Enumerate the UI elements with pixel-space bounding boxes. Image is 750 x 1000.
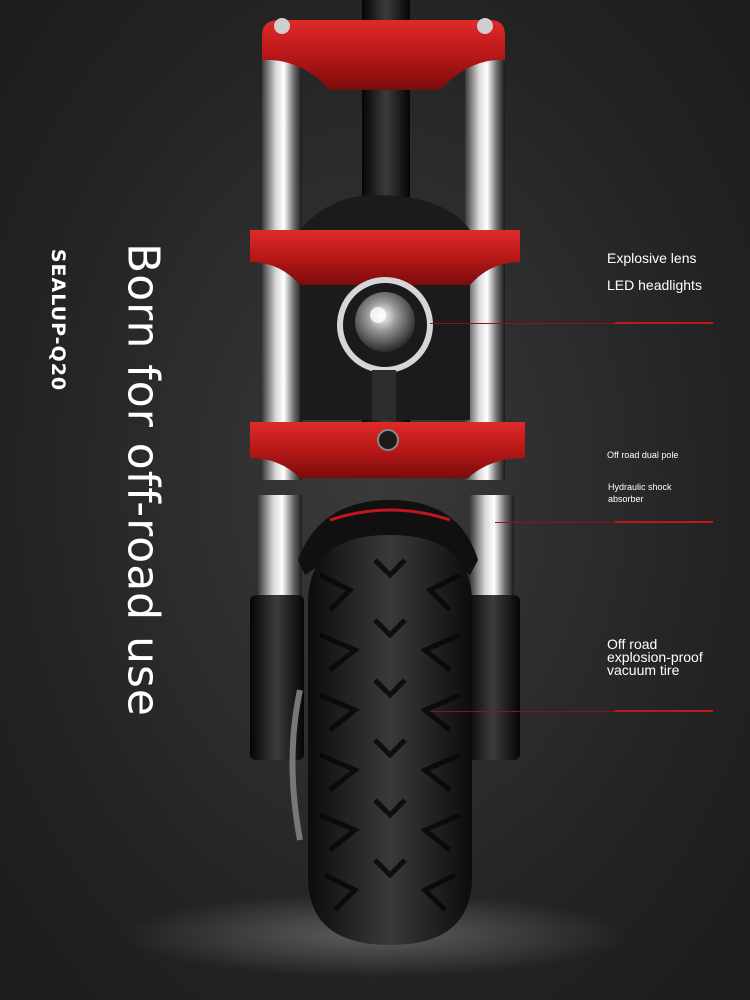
slogan: Born for off-road use: [117, 243, 169, 717]
accent-line-tire: [615, 710, 713, 712]
accent-line-headlight: [615, 322, 713, 324]
callout-fork-line1: Off road dual pole: [607, 450, 679, 460]
middle-clamp: [250, 230, 520, 285]
callout-tire: Off road explosion-proof vacuum tire: [607, 636, 703, 678]
fork-leg-right: [466, 595, 520, 760]
brand-model: SEALUP-Q20: [47, 248, 69, 392]
fork-leg-left: [250, 595, 304, 760]
pointer-line-fork: [495, 522, 615, 523]
front-tire: [308, 535, 472, 945]
pointer-line-tire: [430, 711, 615, 712]
callout-fork-line2: Hydraulic shock absorber: [608, 482, 672, 504]
top-clamp: [262, 20, 505, 90]
callout-headlight-line1: Explosive lens: [607, 250, 697, 266]
accent-line-fork: [615, 521, 713, 523]
callout-headlight-line2: LED headlights: [607, 277, 702, 293]
pointer-line-headlight: [430, 323, 615, 324]
